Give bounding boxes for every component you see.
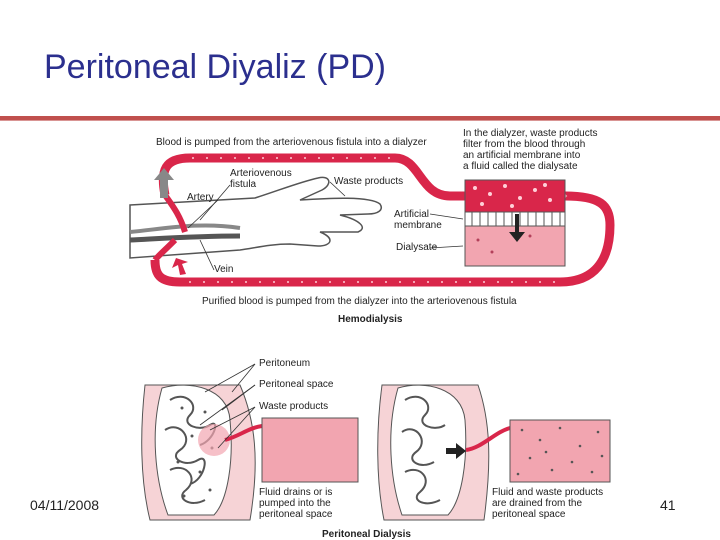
- vein-vessel: [129, 233, 241, 243]
- flow-up-arrow: [154, 168, 174, 198]
- filtration-arrow: [509, 214, 525, 242]
- return-connector: [152, 237, 178, 262]
- outflow-catheter: [465, 426, 511, 452]
- drainage-bag-dots: [516, 426, 604, 476]
- pd-heading: Peritoneal Dialysis: [322, 529, 411, 540]
- dialyzer-blood-chamber: [464, 179, 566, 213]
- hemodialysis-panel: [129, 153, 615, 287]
- dialyzer-blood-dots: [473, 183, 552, 208]
- pd-leader-lines: [199, 363, 256, 449]
- dialyzer-note: In the dialyzer, waste products filter f…: [463, 128, 600, 172]
- slide-date: 04/11/2008: [30, 497, 100, 513]
- intestine-loops-right: [401, 395, 446, 505]
- peritoneal-panel: [141, 363, 611, 521]
- flow-in-arrow: [172, 258, 188, 275]
- hemo-bottom-caption: Purified blood is pumped from the dialyz…: [202, 296, 517, 307]
- fluid-inflow-zone: [198, 424, 230, 456]
- hemo-leader-lines: [187, 181, 464, 271]
- dialyzer-membrane-pores: [471, 212, 561, 226]
- peritoneal-space-label: Peritoneal space: [259, 379, 334, 390]
- slide-title: Peritoneal Diyaliz (PD): [44, 48, 386, 86]
- blood-tube-return: [150, 191, 615, 287]
- hemo-waste-label: Waste products: [334, 176, 403, 187]
- pd-fill-caption: Fluid drains or is pumped into the perit…: [259, 487, 335, 520]
- title-divider-shadow: [0, 120, 720, 121]
- membrane-label: Artificial membrane: [394, 209, 442, 231]
- dialysate-label: Dialysate: [396, 242, 438, 253]
- dialysate-dots: [476, 234, 532, 254]
- hemo-heading: Hemodialysis: [338, 314, 403, 325]
- drain-arrow: [446, 443, 466, 459]
- title-divider: [0, 116, 720, 120]
- peritoneum-label: Peritoneum: [259, 358, 310, 369]
- pd-waste-label: Waste products: [259, 401, 328, 412]
- artery-label: Artery: [187, 192, 214, 203]
- slide-page-number: 41: [660, 497, 676, 513]
- peritoneal-cavity-right: [390, 384, 467, 516]
- hemo-top-caption: Blood is pumped from the arteriovenous f…: [156, 137, 427, 148]
- inflow-catheter: [224, 424, 263, 442]
- pd-drain-caption: Fluid and waste products are drained fro…: [492, 487, 606, 520]
- drainage-bag: [509, 419, 611, 483]
- fistula-label: Arteriovenous fistula: [230, 168, 294, 190]
- vein-label: Vein: [214, 264, 233, 275]
- dialysate-bag-full: [261, 417, 359, 483]
